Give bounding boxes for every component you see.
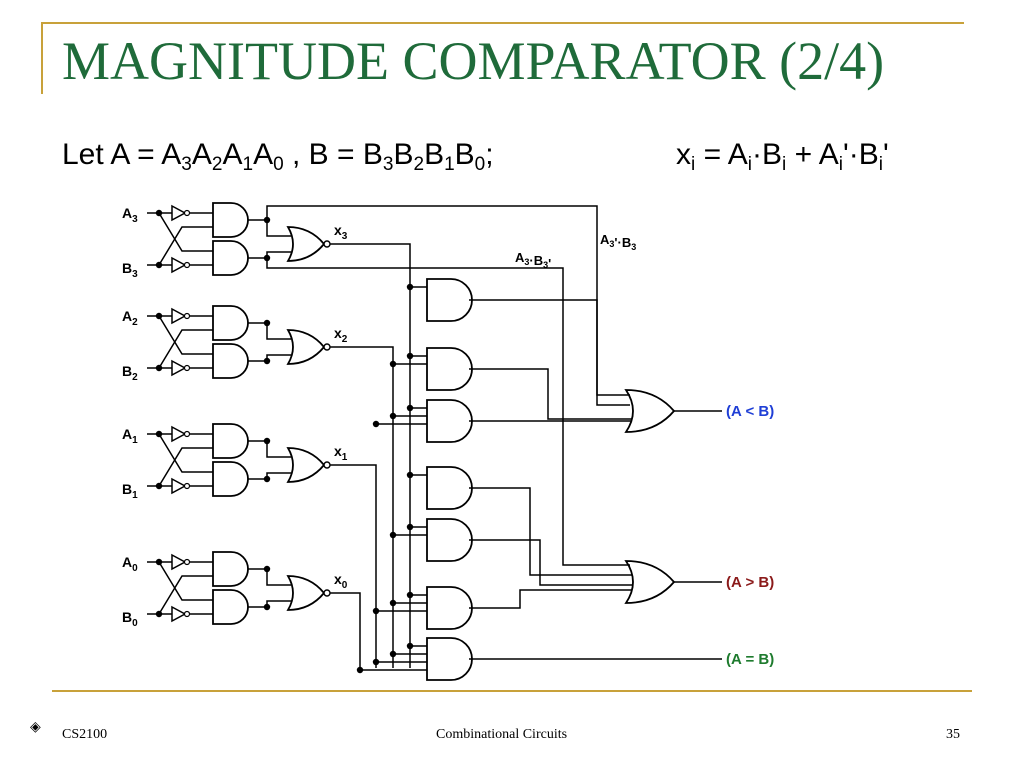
footer-topic: Combinational Circuits bbox=[436, 727, 568, 742]
nor-gate bbox=[287, 447, 325, 483]
xnor-output-label-x3: x3 bbox=[334, 222, 348, 242]
and-gate-eq bbox=[426, 637, 473, 681]
let-equation: Let A = A3A2A1A0 , B = B3B2B1B0; bbox=[62, 138, 494, 175]
inversion-bubble bbox=[183, 610, 191, 618]
and-gate-b1 bbox=[426, 518, 473, 562]
input-label-b2: B2 bbox=[122, 363, 138, 383]
and-gate bbox=[212, 343, 249, 379]
term-label-a-lt-b: A3'·B3 bbox=[600, 232, 636, 252]
and-gate-b0 bbox=[426, 586, 473, 630]
inversion-bubble bbox=[323, 461, 331, 469]
term-label-a-gt-b: A3·B3' bbox=[515, 250, 551, 271]
or-gate-a-greater-b bbox=[625, 560, 675, 604]
output-label-0: (A < B) bbox=[726, 403, 774, 420]
output-label-1: (A > B) bbox=[726, 574, 774, 591]
inverter-gate bbox=[171, 257, 186, 273]
diamond-bullet-icon: ◈ bbox=[30, 719, 41, 735]
input-label-a2: A2 bbox=[122, 308, 138, 328]
inversion-bubble bbox=[183, 261, 191, 269]
inversion-bubble bbox=[183, 312, 191, 320]
inversion-bubble bbox=[183, 430, 191, 438]
inversion-bubble bbox=[183, 558, 191, 566]
input-label-b0: B0 bbox=[122, 609, 138, 629]
inverter-gate bbox=[171, 478, 186, 494]
xi-equation: xi = Ai·Bi + Ai'·Bi' bbox=[676, 138, 889, 175]
and-gate bbox=[212, 202, 249, 238]
and-gate bbox=[212, 240, 249, 276]
inverter-gate bbox=[171, 360, 186, 376]
accent-bottom-line bbox=[52, 690, 972, 692]
and-gate bbox=[212, 589, 249, 625]
inversion-bubble bbox=[183, 482, 191, 490]
and-gate-a0-lt bbox=[426, 399, 473, 443]
and-gate-b2 bbox=[426, 466, 473, 510]
inverter-gate bbox=[171, 554, 186, 570]
inversion-bubble bbox=[183, 364, 191, 372]
accent-vertical-line bbox=[41, 22, 43, 94]
and-gate bbox=[212, 305, 249, 341]
inverter-gate bbox=[171, 426, 186, 442]
inverter-gate bbox=[171, 606, 186, 622]
footer-course: CS2100 bbox=[62, 727, 108, 742]
input-label-b1: B1 bbox=[122, 481, 138, 501]
or-gate-a-less-b bbox=[625, 389, 675, 433]
and-gate bbox=[212, 423, 249, 459]
input-label-a3: A3 bbox=[122, 205, 138, 225]
nor-gate bbox=[287, 329, 325, 365]
accent-top-line bbox=[41, 22, 964, 24]
input-label-a1: A1 bbox=[122, 426, 138, 446]
and-gate bbox=[212, 461, 249, 497]
and-gate bbox=[212, 551, 249, 587]
xnor-output-label-x1: x1 bbox=[334, 443, 348, 463]
inverter-gate bbox=[171, 308, 186, 324]
and-gate-a2 bbox=[426, 278, 473, 322]
nor-gate bbox=[287, 575, 325, 611]
footer-page-number: 35 bbox=[946, 727, 960, 742]
inversion-bubble bbox=[183, 209, 191, 217]
xnor-output-label-x0: x0 bbox=[334, 571, 348, 591]
xnor-output-label-x2: x2 bbox=[334, 325, 348, 345]
output-label-2: (A = B) bbox=[726, 651, 774, 668]
input-label-b3: B3 bbox=[122, 260, 138, 280]
inversion-bubble bbox=[323, 240, 331, 248]
inversion-bubble bbox=[323, 343, 331, 351]
and-gate-a1 bbox=[426, 347, 473, 391]
inversion-bubble bbox=[323, 589, 331, 597]
input-label-a0: A0 bbox=[122, 554, 138, 574]
inverter-gate bbox=[171, 205, 186, 221]
nor-gate bbox=[287, 226, 325, 262]
page-title: MAGNITUDE COMPARATOR (2/4) bbox=[62, 31, 885, 91]
